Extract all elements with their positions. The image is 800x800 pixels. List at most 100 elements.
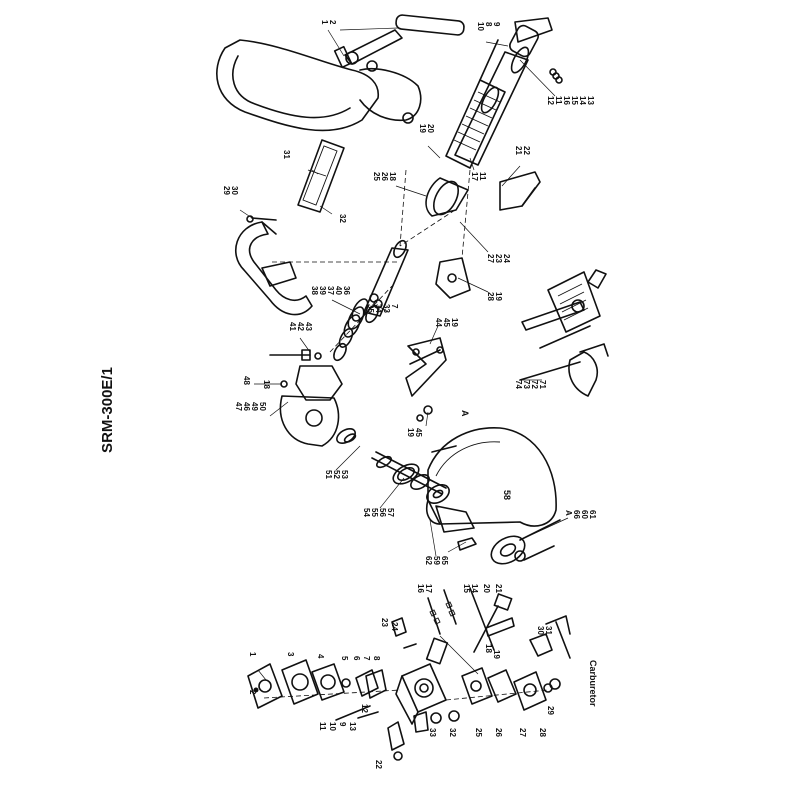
carburetor-illustration [247,587,571,761]
callout-label: 71 [538,380,547,389]
callout-label: 37 [326,286,335,295]
callout-label: 19 [418,124,427,133]
carburetor-callout-labels: 1 2 3 4 5 6 7 8 11 10 9 13 12 23 24 16 1… [248,584,555,769]
callout-label: 19 [406,428,415,437]
carb-callout-label: 10 [328,722,337,731]
callout-label: 18 [388,172,397,181]
callout-label: 45 [414,428,423,437]
callout-label: 17 [470,172,479,181]
callout-label: 27 [486,254,495,263]
callout-label: 73 [522,380,531,389]
drive-shaft-tube-illustration [399,17,563,247]
callout-label: 2 [328,20,337,25]
callout-label: 47 [234,402,243,411]
carb-callout-label: 16 [416,584,425,593]
callout-label: 61 [588,510,597,519]
section-mark-a: A [460,410,470,417]
callout-label: 52 [332,470,341,479]
callout-label: 9 [492,22,501,27]
carb-callout-label: 25 [474,728,483,737]
callout-label: 25 [372,172,381,181]
callout-label: 7 [390,304,399,309]
carb-callout-label: 8 [372,656,381,661]
callout-label: 35 [366,304,375,313]
carb-callout-label: 15 [462,584,471,593]
carb-callout-label: 9 [338,722,347,727]
callout-label: 42 [296,322,305,331]
shoulder-harness-illustration [216,14,465,132]
gear-housing-illustration [269,239,471,447]
callout-label: 11 [478,172,487,181]
carb-callout-label: 5 [340,656,349,661]
carb-callout-label: 2 [248,690,257,695]
callout-label: 34 [374,304,383,313]
callout-label: 39 [318,286,327,295]
carb-callout-label: 1 [248,652,257,657]
callout-label: 21 [514,146,523,155]
callout-label: 56 [378,508,387,517]
carb-callout-label: 17 [424,584,433,593]
carb-callout-label: 13 [348,722,357,731]
carb-callout-label: 32 [448,728,457,737]
carb-callout-label: 28 [538,728,547,737]
callout-label: 32 [338,214,347,223]
loop-handle-illustration [234,215,400,316]
callout-label: 41 [288,322,297,331]
carb-callout-label: 12 [360,704,369,713]
callout-label: 20 [426,124,435,133]
warning-decal-illustration [297,139,345,213]
callout-label: 10 [476,22,485,31]
callout-label: 40 [334,286,343,295]
carb-callout-label: 4 [316,654,325,659]
carb-callout-label: 20 [482,584,491,593]
carburetor-title: Carburetor [588,660,598,707]
carb-callout-label: 29 [546,706,555,715]
callout-label: 46 [242,402,251,411]
callout-label: 43 [304,322,313,331]
callout-label: 54 [362,508,371,517]
carb-callout-label: 27 [518,728,527,737]
carb-callout-label: 31 [544,626,553,635]
carb-callout-label: 33 [428,728,437,737]
callout-label: 55 [370,508,379,517]
callout-label: 22 [522,146,531,155]
carb-callout-label: 11 [318,722,327,731]
callout-label: 59 [432,556,441,565]
callout-label: 57 [386,508,395,517]
callout-label: 65 [440,556,449,565]
callout-label: 53 [340,470,349,479]
callout-label: 36 [342,286,351,295]
callout-label: 11 [554,96,563,105]
callout-label: 51 [324,470,333,479]
callout-label: 24 [502,254,511,263]
callout-leader-lines [239,27,569,557]
callout-label: 1 [320,20,329,25]
callout-label: 14 [578,96,587,105]
blade-collar-illustration [447,519,561,565]
tool-kit-illustration [519,269,609,397]
callout-label: 29 [222,186,231,195]
callout-label: 16 [562,96,571,105]
callout-label: 62 [424,556,433,565]
callout-label: 30 [230,186,239,195]
section-mark-a: 58 [502,490,512,500]
callout-label: 33 [382,304,391,313]
carb-callout-label: 7 [362,656,371,661]
callout-label: 19 [450,318,459,327]
callout-label: 23 [494,254,503,263]
callout-label: 31 [282,150,291,159]
carb-callout-label: 26 [494,728,503,737]
callout-label: 15 [570,96,579,105]
callout-label: 28 [486,292,495,301]
carb-callout-label: 19 [492,650,501,659]
callout-label: 18 [262,380,271,389]
carb-callout-label: 6 [352,656,361,661]
model-title: SRM-300E/1 [99,367,116,453]
carb-callout-label: 22 [374,760,383,769]
carb-callout-label: 23 [380,618,389,627]
callout-label: 13 [586,96,595,105]
carb-callout-label: 30 [536,626,545,635]
carb-callout-label: 3 [286,652,295,657]
